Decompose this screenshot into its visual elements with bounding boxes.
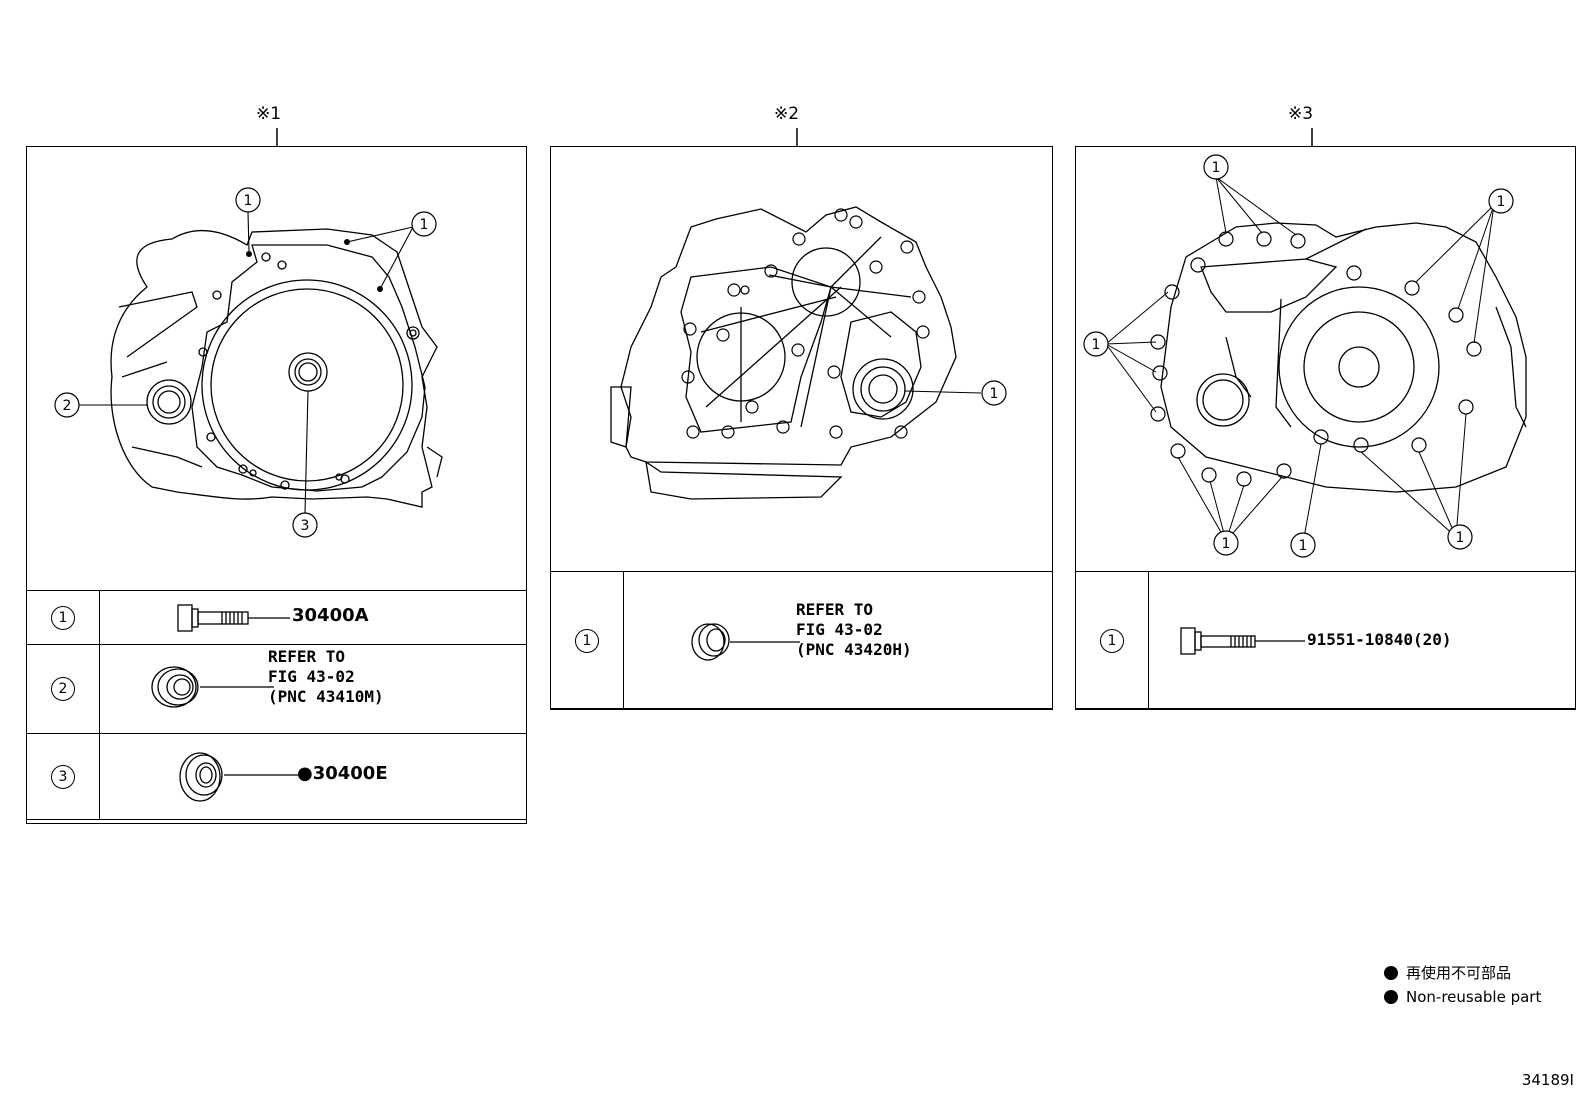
oil-seal-icon (151, 666, 274, 708)
panel-2-callout-a: 1 (990, 386, 999, 402)
panel-2-title: ※2 (774, 104, 800, 124)
panel-3-transaxle-drawing: 1 1 1 1 1 1 (1083, 154, 1527, 558)
panel-3-callout-c: 1 (1092, 337, 1101, 353)
row-number: 2 (51, 677, 75, 701)
non-reusable-dot-icon (1384, 990, 1398, 1004)
panel-3-callout-e: 1 (1299, 538, 1308, 554)
figure-id: 34189I (1521, 1071, 1574, 1089)
flange-bolt-icon (1180, 627, 1305, 655)
part-number-91551[interactable]: 91551-10840(20) (1307, 630, 1452, 649)
panel-3-callout-b: 1 (1497, 194, 1506, 210)
panel-1-parts-table: 1 30400A 2 (26, 590, 527, 820)
row-number: 1 (575, 628, 599, 653)
row-number: 3 (51, 764, 75, 789)
table-row: 1 REFER TO FIG 43-02 (PNC 43420H) (550, 571, 1053, 710)
part-number-30400a[interactable]: 30400A (292, 605, 369, 626)
panel-3-callout-a: 1 (1212, 160, 1221, 176)
panel-1-callout-b: 1 (420, 217, 429, 233)
panel-2-refer-text[interactable]: REFER TO FIG 43-02 (PNC 43420H) (796, 600, 912, 659)
panel-3-parts-table: 1 91551-10840(20) (1075, 571, 1576, 710)
panel-3-callout-f: 1 (1456, 530, 1465, 546)
panel-2-parts-table: 1 REFER TO FIG 43-02 (PNC 43420H) (550, 571, 1053, 710)
panel-1-refer-text[interactable]: REFER TO FIG 43-02 (PNC 43410M) (268, 647, 384, 706)
panel-1-title: ※1 (256, 104, 282, 124)
oil-seal-icon (179, 752, 300, 802)
panel-1-callout-c: 2 (63, 398, 72, 414)
panel-3-title: ※3 (1288, 104, 1314, 124)
panel-3-callout-d: 1 (1222, 536, 1231, 552)
part-number-30400e[interactable]: ●30400E (297, 763, 388, 784)
panel-2-transaxle-drawing: 1 (610, 206, 1007, 500)
flange-bolt-icon (177, 604, 290, 632)
row-number: 1 (51, 605, 75, 630)
panel-1-callout-a: 1 (244, 193, 253, 209)
legend-en: Non-reusable part (1384, 988, 1541, 1006)
panel-1-transaxle-drawing: 1 1 2 3 (54, 187, 443, 538)
table-row: 3 ●30400E (26, 733, 527, 820)
panel-1-callout-d: 3 (301, 518, 310, 534)
oil-seal-icon (691, 623, 800, 661)
table-row: 1 91551-10840(20) (1075, 571, 1576, 710)
table-row: 1 30400A (26, 590, 527, 645)
legend-ja: 再使用不可部品 (1384, 962, 1511, 983)
non-reusable-dot-icon (1384, 966, 1398, 980)
table-row: 2 REFER TO FIG 43-02 (PNC 43410M) (26, 644, 527, 734)
row-number: 1 (1100, 628, 1124, 653)
